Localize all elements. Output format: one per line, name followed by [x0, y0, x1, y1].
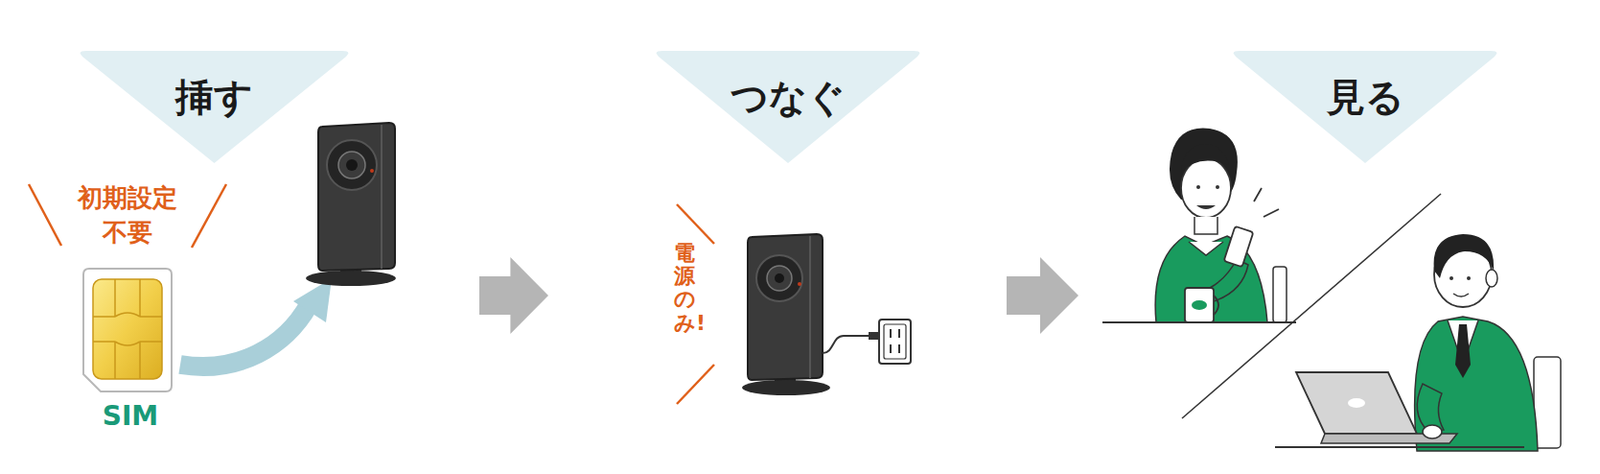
- step-banner: 挿す: [76, 50, 352, 163]
- step-column: 見る: [1078, 50, 1582, 425]
- camera: [305, 122, 396, 286]
- flow-arrow: [479, 256, 549, 334]
- note-label: 初期設定 不要: [73, 180, 182, 251]
- step-column: つなぐ: [548, 50, 1007, 425]
- insert-arrow: [180, 278, 332, 367]
- note-label: 電源のみ!: [673, 241, 696, 335]
- woman-figure: [1102, 128, 1297, 323]
- step-banner: 見る: [1229, 50, 1501, 163]
- flow-arrow: [1006, 256, 1079, 334]
- man-figure: [1275, 233, 1561, 451]
- accent-slash: [676, 364, 715, 404]
- part-label: SIM: [92, 399, 169, 433]
- power-cord: [822, 319, 911, 364]
- accent-slash: [28, 184, 62, 246]
- step-heading: 見る: [1229, 50, 1501, 120]
- step-heading: 挿す: [76, 50, 352, 120]
- step-banner: つなぐ: [652, 50, 924, 163]
- accent-slash: [676, 204, 715, 244]
- camera: [742, 233, 831, 395]
- accent-slash: [191, 184, 227, 248]
- sim-card: [83, 268, 172, 392]
- step-heading: つなぐ: [652, 50, 924, 120]
